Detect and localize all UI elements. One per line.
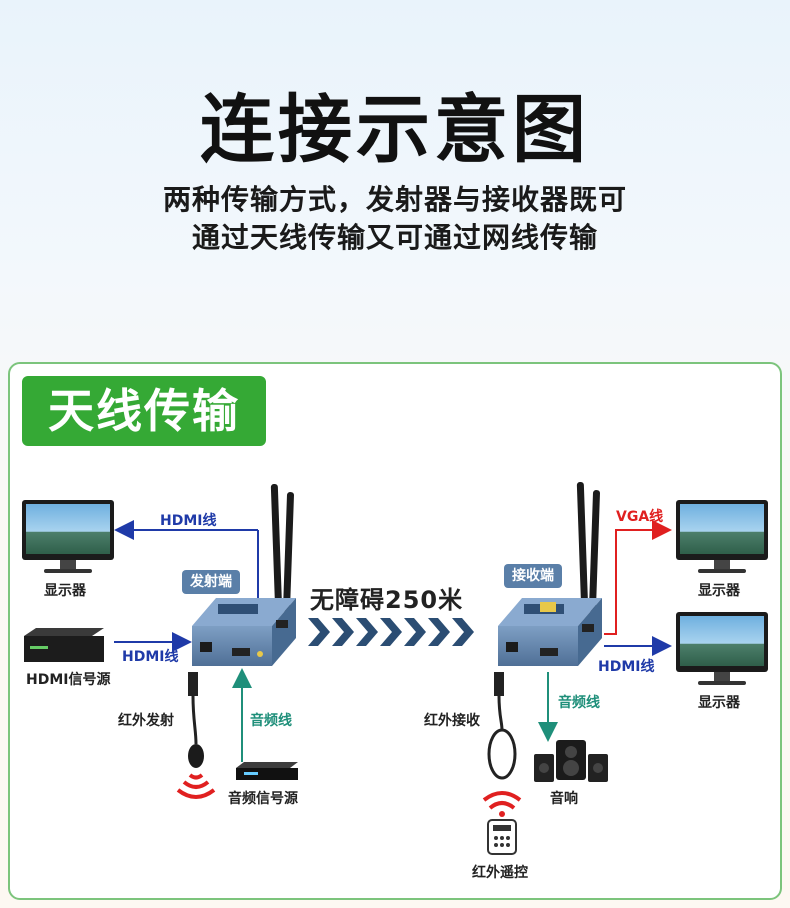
left-audio-line-label: 音频线 <box>250 713 292 729</box>
audio-source-label: 音频信号源 <box>228 791 298 807</box>
right-hdmi-label: HDMI线 <box>598 659 655 675</box>
subtitle-line-1: 两种传输方式，发射器与接收器既可 <box>162 183 627 216</box>
right-bottom-monitor-icon <box>676 612 768 685</box>
transmitter-device-icon <box>192 598 296 666</box>
left-hdmi-out-label: HDMI线 <box>160 513 217 529</box>
ir-receiver-label: 红外接收 <box>424 713 480 729</box>
remote-control-icon <box>487 819 517 855</box>
right-top-monitor-icon <box>676 500 768 573</box>
receiver-antenna-icon <box>576 482 600 612</box>
speaker-label: 音响 <box>550 791 578 807</box>
transmitter-antenna-icon <box>270 484 294 613</box>
ir-transmitter-label: 红外发射 <box>118 713 174 729</box>
ir-remote-label: 红外遥控 <box>472 865 528 881</box>
ir-receiver-cable-icon <box>482 672 522 817</box>
antenna-transmission-tag: 天线传输 <box>22 376 266 446</box>
subtitle-line-2: 通过天线传输又可通过网线传输 <box>191 221 598 254</box>
vga-line-label: VGA线 <box>616 509 664 525</box>
range-label: 无障碍250米 <box>310 586 464 614</box>
receiver-device-icon <box>498 598 602 666</box>
left-monitor-label: 显示器 <box>44 583 86 599</box>
hdmi-source-label: HDMI信号源 <box>26 672 111 688</box>
receiver-badge: 接收端 <box>504 564 562 588</box>
left-monitor-icon <box>22 500 114 573</box>
ir-transmitter-cable-icon <box>176 672 216 799</box>
speaker-set-icon <box>534 740 608 782</box>
right-audio-line-label: 音频线 <box>558 695 600 711</box>
audio-source-player-icon <box>236 762 298 780</box>
right-top-monitor-label: 显示器 <box>698 583 740 599</box>
hdmi-source-box-icon <box>24 628 104 662</box>
range-chevrons <box>308 618 474 646</box>
right-vga-line <box>604 520 672 635</box>
diagram-panel <box>8 362 782 900</box>
left-hdmi-in-label: HDMI线 <box>122 649 179 665</box>
page-title: 连接示意图 <box>200 87 590 173</box>
transmitter-badge: 发射端 <box>182 570 240 594</box>
right-bottom-monitor-label: 显示器 <box>698 695 740 711</box>
